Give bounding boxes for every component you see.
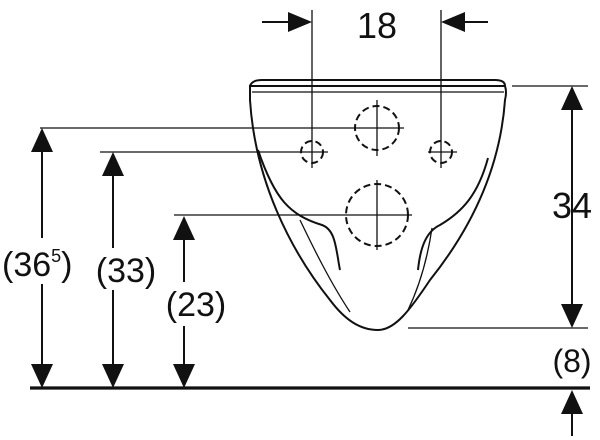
dim-365-top-arrow (31, 128, 53, 152)
dim-23-label: (23) (166, 286, 226, 324)
wc-inner-left-contour (257, 149, 341, 271)
wc-bowl-outline (249, 85, 507, 332)
wc-inner-right-contour (417, 157, 489, 271)
dim-18-left-arrow (288, 12, 312, 32)
dim-33-label: (33) (96, 252, 156, 290)
dim-365-bottom-arrow (31, 364, 53, 388)
wc-lid-edge (249, 79, 506, 87)
dim-33-bottom-arrow (102, 364, 124, 388)
dim-34-bottom-arrow (561, 304, 583, 328)
dim-34-label: 34 (552, 185, 592, 226)
dim-365-label: (365) (2, 246, 72, 284)
dim-23-label-bg (156, 282, 236, 326)
dim-8-arrow (561, 390, 583, 414)
dim-18-label: 18 (357, 5, 397, 46)
dim-365-label-bg (0, 238, 86, 284)
dim-23-bottom-arrow (173, 364, 195, 388)
dim-18-right-arrow (441, 12, 465, 32)
dim-34-top-arrow (561, 86, 583, 110)
dim-23-top-arrow (173, 216, 195, 240)
dim-8-label: (8) (552, 343, 591, 379)
wc-inner-left-shade (299, 219, 351, 313)
dim-33-top-arrow (102, 152, 124, 176)
dim-33-label-bg (88, 248, 164, 290)
wc-inner-right-shade (407, 227, 433, 311)
